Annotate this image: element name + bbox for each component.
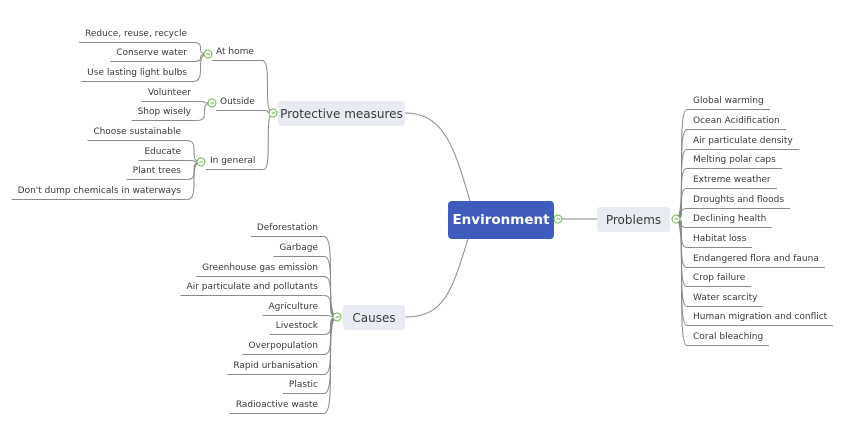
leaf-educate[interactable]: Educate bbox=[138, 146, 187, 161]
leaf-light-bulbs[interactable]: Use lasting light bulbs bbox=[81, 67, 193, 82]
cause-item[interactable]: Overpopulation bbox=[242, 340, 324, 355]
problem-item[interactable]: Crop failure bbox=[687, 272, 752, 287]
collapse-toggle-icon[interactable] bbox=[553, 214, 563, 224]
problem-item[interactable]: Declining health bbox=[687, 213, 773, 228]
connector-line bbox=[675, 168, 688, 220]
subtopic-at-home[interactable]: At home bbox=[212, 46, 262, 61]
connector-line bbox=[675, 109, 688, 220]
connector-line bbox=[323, 316, 338, 355]
connector-line bbox=[323, 236, 338, 318]
connector-line bbox=[675, 218, 688, 326]
collapse-toggle-icon[interactable] bbox=[203, 49, 213, 59]
link-root-causes bbox=[404, 238, 469, 318]
connector-line bbox=[675, 218, 688, 268]
problem-item[interactable]: Ocean Acidification bbox=[687, 115, 786, 130]
connector-line bbox=[675, 218, 688, 248]
cause-item[interactable]: Radioactive waste bbox=[229, 399, 324, 414]
leaf-reduce-reuse-recycle[interactable]: Reduce, reuse, recycle bbox=[78, 28, 193, 43]
connector-line bbox=[323, 276, 338, 318]
subtopic-outside[interactable]: Outside bbox=[216, 96, 263, 111]
problem-item[interactable]: Habitat loss bbox=[687, 233, 753, 248]
branch-problems[interactable]: Problems bbox=[597, 207, 670, 232]
problem-item[interactable]: Melting polar caps bbox=[687, 154, 782, 169]
connector-line bbox=[186, 161, 202, 200]
connector-line bbox=[675, 218, 688, 307]
central-topic-environment[interactable]: Environment bbox=[448, 201, 554, 239]
cause-item[interactable]: Rapid urbanisation bbox=[227, 360, 324, 375]
problem-item[interactable]: Human migration and conflict bbox=[687, 311, 834, 326]
leaf-dont-dump-chemicals[interactable]: Don't dump chemicals in waterways bbox=[11, 185, 187, 200]
collapse-toggle-icon[interactable] bbox=[207, 98, 217, 108]
problem-item[interactable]: Droughts and floods bbox=[687, 194, 791, 209]
problem-item[interactable]: Endangered flora and fauna bbox=[687, 253, 825, 268]
connector-line bbox=[675, 218, 688, 346]
cause-item[interactable]: Garbage bbox=[273, 242, 324, 257]
connector-line bbox=[262, 112, 274, 170]
branch-protective-measures[interactable]: Protective measures bbox=[278, 101, 405, 126]
collapse-toggle-icon[interactable] bbox=[268, 108, 278, 118]
cause-item[interactable]: Air particulate and pollutants bbox=[180, 281, 324, 296]
link-root-protective bbox=[404, 112, 471, 202]
problem-item[interactable]: Global warming bbox=[687, 95, 770, 110]
connector-line bbox=[323, 256, 338, 318]
connector-line bbox=[675, 129, 688, 220]
problem-item[interactable]: Air particulate density bbox=[687, 135, 799, 150]
connector-line bbox=[323, 316, 338, 414]
connector-line bbox=[675, 149, 688, 220]
connector-line bbox=[323, 316, 338, 375]
branch-causes[interactable]: Causes bbox=[343, 305, 405, 330]
cause-item[interactable]: Livestock bbox=[269, 320, 324, 335]
leaf-shop-wisely[interactable]: Shop wisely bbox=[131, 106, 197, 121]
leaf-choose-sustainable[interactable]: Choose sustainable bbox=[87, 126, 187, 141]
problem-item[interactable]: Coral bleaching bbox=[687, 331, 770, 346]
leaf-volunteer[interactable]: Volunteer bbox=[141, 87, 197, 102]
problem-item[interactable]: Extreme weather bbox=[687, 174, 777, 189]
connector-line bbox=[323, 316, 338, 394]
leaf-plant-trees[interactable]: Plant trees bbox=[126, 165, 187, 180]
collapse-toggle-icon[interactable] bbox=[332, 312, 342, 322]
cause-item[interactable]: Plastic bbox=[282, 379, 324, 394]
problem-item[interactable]: Water scarcity bbox=[687, 292, 764, 307]
connector-line bbox=[675, 218, 688, 287]
collapse-toggle-icon[interactable] bbox=[196, 157, 206, 167]
cause-item[interactable]: Greenhouse gas emission bbox=[196, 262, 324, 277]
connector-line bbox=[261, 60, 274, 114]
subtopic-in-general[interactable]: In general bbox=[206, 155, 264, 170]
cause-item[interactable]: Deforestation bbox=[250, 222, 324, 237]
cause-item[interactable]: Agriculture bbox=[262, 301, 324, 316]
leaf-conserve-water[interactable]: Conserve water bbox=[110, 47, 193, 62]
collapse-toggle-icon[interactable] bbox=[671, 214, 681, 224]
